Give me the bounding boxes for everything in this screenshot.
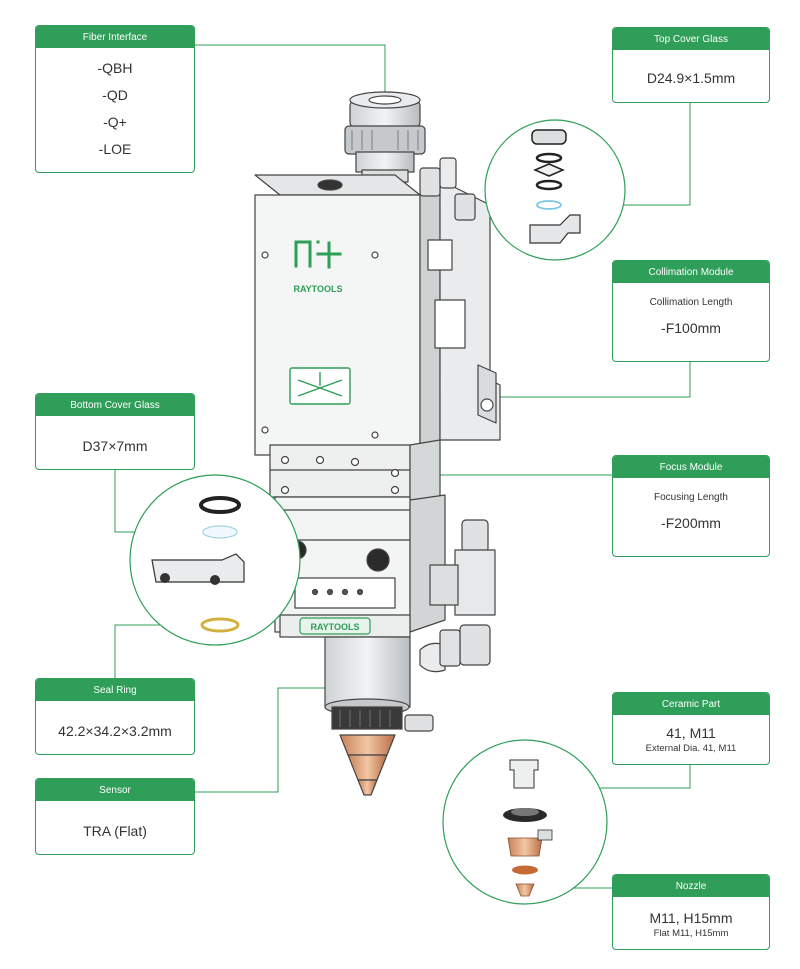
logo-text: RAYTOOLS — [293, 284, 342, 294]
bottom-cover-glass-title: Bottom Cover Glass — [36, 394, 194, 416]
fiber-interface-options: -QBH -QD -Q+ -LOE — [36, 48, 194, 163]
magnifier-top-cover-glass — [484, 119, 626, 261]
magnifier-bottom-cover-glass — [129, 474, 301, 646]
focus-module-title: Focus Module — [613, 456, 769, 478]
ceramic-part-card: Ceramic Part 41, M11 External Dia. 41, M… — [612, 692, 770, 765]
nozzle-card: Nozzle M11, H15mm Flat M11, H15mm — [612, 874, 770, 950]
fiber-interface-card: Fiber Interface -QBH -QD -Q+ -LOE — [35, 25, 195, 173]
leader-collimation-module — [445, 362, 691, 398]
collimation-module-title: Collimation Module — [613, 261, 769, 283]
bottom-cover-glass-card: Bottom Cover Glass D37×7mm — [35, 393, 195, 470]
nozzle-title: Nozzle — [613, 875, 769, 897]
focus-module-card: Focus Module Focusing Length -F200mm — [612, 455, 770, 557]
sensor-value: TRA (Flat) — [83, 823, 147, 839]
seal-ring-value: 42.2×34.2×3.2mm — [58, 723, 172, 739]
focusing-length-label: Focusing Length — [654, 492, 728, 503]
fiber-interface-option: -QD — [102, 87, 128, 103]
top-cover-glass-card: Top Cover Glass D24.9×1.5mm — [612, 27, 770, 103]
laser-head-body — [254, 91, 501, 796]
collimation-length-value: -F100mm — [661, 320, 721, 336]
magnifier-ceramic-nozzle — [442, 739, 608, 905]
sensor-title: Sensor — [36, 779, 194, 801]
top-cover-glass-value: D24.9×1.5mm — [646, 70, 736, 86]
collimation-module-card: Collimation Module Collimation Length -F… — [612, 260, 770, 362]
focusing-length-value: -F200mm — [661, 515, 721, 531]
ceramic-part-title: Ceramic Part — [613, 693, 769, 715]
sensor-card: Sensor TRA (Flat) — [35, 778, 195, 855]
seal-ring-card: Seal Ring 42.2×34.2×3.2mm — [35, 678, 195, 755]
seal-ring-title: Seal Ring — [36, 679, 194, 701]
focus-symbol-icon — [289, 367, 351, 405]
leader-sensor — [195, 687, 368, 793]
fiber-interface-option: -QBH — [97, 60, 133, 76]
plate-text: RAYTOOLS — [310, 622, 359, 632]
fiber-interface-option: -LOE — [98, 141, 132, 157]
collimation-length-label: Collimation Length — [649, 297, 733, 308]
nozzle-value: M11, H15mm — [649, 910, 733, 926]
raytools-logo: RAYTOOLS — [293, 240, 343, 294]
fiber-interface-title: Fiber Interface — [36, 26, 194, 48]
leader-lines — [114, 44, 691, 889]
ceramic-part-value: 41, M11 — [666, 725, 716, 741]
fiber-interface-option: -Q+ — [103, 114, 127, 130]
nozzle-note: Flat M11, H15mm — [653, 928, 729, 939]
ceramic-part-note: External Dia. 41, M11 — [645, 743, 737, 754]
bottom-cover-glass-value: D37×7mm — [82, 438, 148, 454]
top-cover-glass-title: Top Cover Glass — [613, 28, 769, 50]
